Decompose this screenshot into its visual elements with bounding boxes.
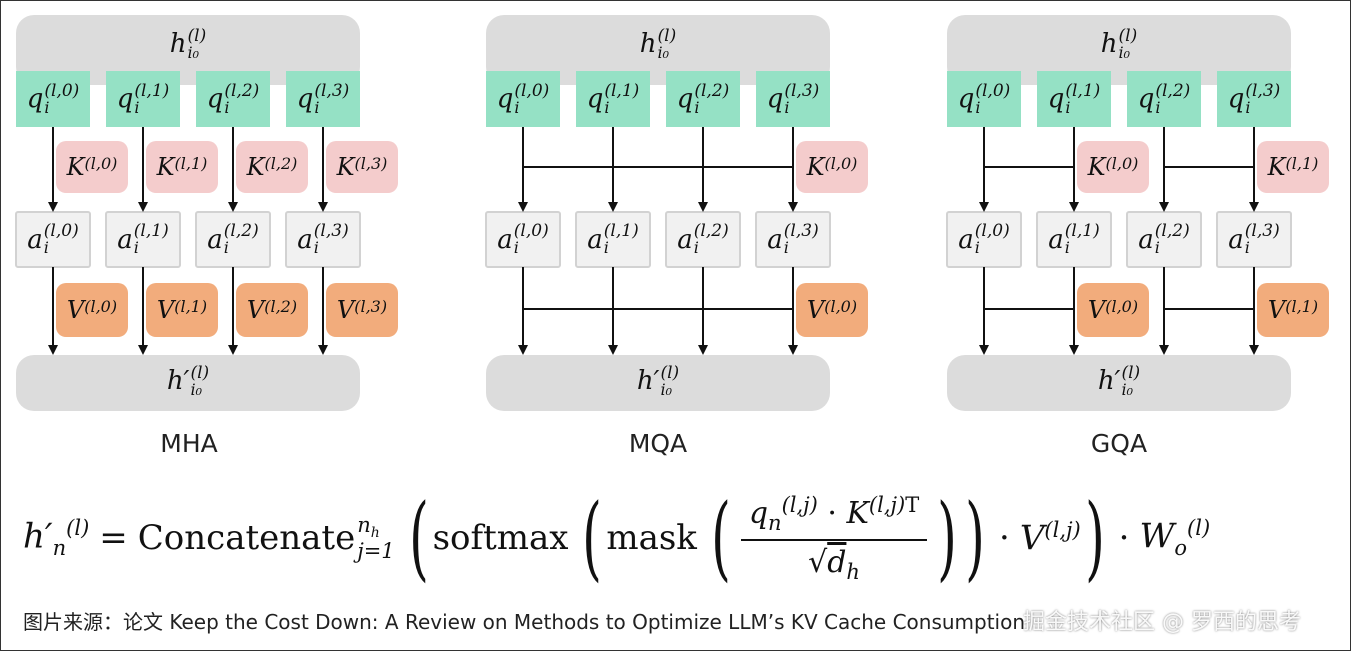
mha-attention-box-1 <box>105 211 181 268</box>
mha-value-box-1 <box>146 283 218 337</box>
mqa-head-input-box <box>486 15 830 85</box>
gqa-attention-box-0 <box>946 211 1022 268</box>
mha-key-box-1 <box>146 141 218 193</box>
mqa-key-box-0 <box>796 141 868 193</box>
mqa-attention-box-0 <box>485 211 561 268</box>
mha-query-box-1 <box>106 71 180 127</box>
gqa-attention-box-1 <box>1036 211 1112 268</box>
mha-key-box-3 <box>326 141 398 193</box>
formula-lhs: h′n(l) <box>23 515 90 561</box>
formula-output-weight: Wo(l) <box>1139 515 1211 561</box>
formula-value: V(l,j) <box>1019 517 1081 559</box>
gqa-query-box-2 <box>1127 71 1201 127</box>
mha-query-box-3 <box>286 71 360 127</box>
mha-attention-box-2 <box>195 211 271 268</box>
caption-gqa: GQA <box>1090 429 1148 458</box>
attention-diagram <box>15 15 1329 411</box>
mha-attention-box-3 <box>285 211 361 268</box>
mha-query-box-2 <box>196 71 270 127</box>
gqa-value-box-1 <box>1257 283 1329 337</box>
gqa-key-box-0 <box>1077 141 1149 193</box>
gqa-query-box-0 <box>947 71 1021 127</box>
formula-mask: mask <box>606 518 697 558</box>
source-note: 图片来源：论文 Keep the Cost Down: A Review on … <box>23 610 1026 634</box>
formula-equals: = <box>99 518 128 558</box>
mqa-query-box-2 <box>666 71 740 127</box>
mha-key-box-2 <box>236 141 308 193</box>
mha-head-input-box <box>16 15 360 85</box>
formula-limits: nh j=1 <box>357 512 395 564</box>
gqa-query-box-3 <box>1217 71 1291 127</box>
mha-query-box-0 <box>16 71 90 127</box>
mqa-value-box-0 <box>796 283 868 337</box>
mqa-query-box-0 <box>486 71 560 127</box>
mha-value-box-2 <box>236 283 308 337</box>
gqa-head-input-box <box>947 15 1291 85</box>
mqa-attention-box-2 <box>665 211 741 268</box>
gqa-attention-box-3 <box>1216 211 1292 268</box>
watermark: 掘金技术社区 @ 罗西的思考 <box>1023 610 1301 635</box>
mqa-query-box-1 <box>576 71 650 127</box>
formula-fraction: qn(l,j) · K(l,j)T √dh <box>740 493 928 584</box>
mha-head-output-box <box>16 355 360 411</box>
caption-mqa: MQA <box>628 429 688 458</box>
gqa-query-box-1 <box>1037 71 1111 127</box>
gqa-value-box-0 <box>1077 283 1149 337</box>
attention-formula: h′n(l) = Concatenate nh j=1 ( softmax ( … <box>23 483 1211 591</box>
gqa-attention-box-2 <box>1126 211 1202 268</box>
gqa-head-output-box <box>947 355 1291 411</box>
mha-value-box-0 <box>56 283 128 337</box>
mqa-query-box-3 <box>756 71 830 127</box>
mha-value-box-3 <box>326 283 398 337</box>
mqa-head-output-box <box>486 355 830 411</box>
mha-key-box-0 <box>56 141 128 193</box>
mha-attention-box-0 <box>15 211 91 268</box>
caption-mha: MHA <box>160 429 218 458</box>
mqa-attention-box-3 <box>755 211 831 268</box>
gqa-key-box-1 <box>1257 141 1329 193</box>
formula-concatenate: Concatenate <box>137 518 356 558</box>
formula-softmax: softmax <box>432 518 569 558</box>
mqa-attention-box-1 <box>575 211 651 268</box>
